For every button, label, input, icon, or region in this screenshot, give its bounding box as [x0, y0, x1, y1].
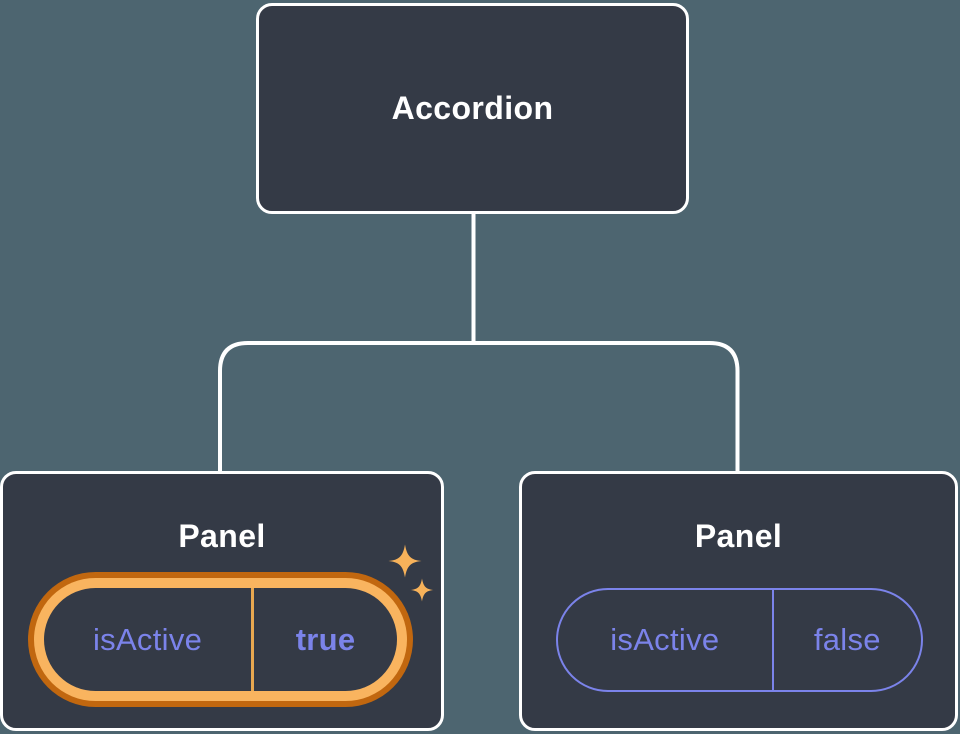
- node-panel-active: Panel isActive true: [0, 471, 444, 731]
- state-value: false: [771, 590, 921, 690]
- panel-title: Panel: [694, 518, 783, 554]
- state-name: isActive: [610, 622, 720, 657]
- node-accordion: Accordion: [256, 3, 689, 214]
- state-name: isActive: [92, 621, 203, 657]
- node-accordion-label: Accordion: [391, 90, 554, 126]
- panel-title: Panel: [178, 518, 266, 554]
- state-pill-active: isActive true: [44, 588, 397, 691]
- node-panel-inactive: Panel isActive false: [519, 471, 958, 731]
- state-highlight-ring: isActive true: [28, 572, 413, 707]
- state-value: true: [251, 588, 397, 691]
- state-pill-inactive: isActive false: [556, 588, 923, 692]
